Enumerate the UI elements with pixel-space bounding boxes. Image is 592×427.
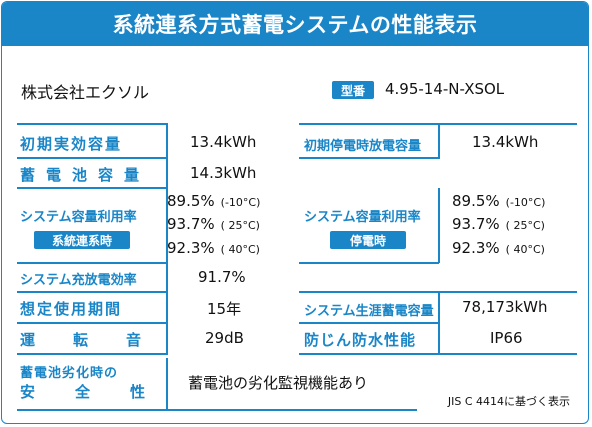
safety-label-line2: 安全性 [20,383,186,401]
grid-connected-badge: 系統連系時 [34,231,130,249]
divider [299,157,439,159]
charge-efficiency-value: 91.7% [198,268,246,286]
model-number-value: 4.95-14-N-XSOL [385,80,505,98]
waterproof-value: IP66 [490,329,523,347]
standalone-badge: 停電時 [330,231,406,249]
noise-value: 29dB [205,329,244,347]
usage-rate-value: 92.3% [452,239,500,257]
battery-capacity-label: 蓄電池容量 [20,166,151,184]
divider [438,123,440,159]
usage-rate-temp: (-10°C) [220,196,261,209]
divider [299,262,439,264]
divider [438,291,440,355]
expected-period-value: 15年 [207,300,242,318]
usage-rate-value: 93.7% [167,215,215,233]
usage-rate-standalone-line: 89.5% (-10°C) [452,192,545,210]
usage-rate-label: システム容量利用率 [20,210,137,225]
usage-rate-line: 93.7% ( 25°C) [167,215,260,233]
waterproof-label: 防じん防水性能 [304,331,417,349]
usage-rate-temp: ( 40°C) [505,243,545,256]
divider [17,322,167,324]
usage-rate-value: 89.5% [452,192,500,210]
usage-rate-standalone-line: 93.7% ( 25°C) [452,215,545,233]
usage-rate-line: 89.5% (-10°C) [167,192,260,210]
safety-value: 蓄電池の劣化監視機能あり [188,374,369,392]
initial-capacity-value: 13.4kWh [190,133,257,151]
initial-capacity-label: 初期実効容量 [20,135,123,153]
usage-rate-value: 93.7% [452,215,500,233]
charge-efficiency-label: システム充放電効率 [20,273,137,288]
divider [17,157,167,159]
divider [17,409,417,411]
usage-rate-value: 92.3% [167,239,215,257]
lifetime-storage-label: システム生涯蓄電容量 [304,304,434,319]
usage-rate-temp: ( 25°C) [220,219,260,232]
expected-period-label: 想定使用期間 [20,300,123,318]
manufacturer-name: 株式会社エクソル [21,83,150,102]
divider [17,353,167,355]
lifetime-storage-value: 78,173kWh [462,298,548,316]
divider [17,262,167,264]
usage-rate-temp: ( 25°C) [505,219,545,232]
usage-rate-temp: ( 40°C) [220,243,260,256]
divider [17,123,167,125]
initial-standalone-capacity-label: 初期停電時放電容量 [304,139,422,154]
usage-rate-standalone-line: 92.3% ( 40°C) [452,239,545,257]
divider [17,291,167,293]
model-number-badge: 型番 [332,81,374,99]
usage-rate-standalone-label: システム容量利用率 [304,210,421,225]
divider [438,188,440,263]
divider [166,358,168,410]
usage-rate-temp: (-10°C) [505,196,546,209]
label-title: 系統連系方式蓄電システムの性能表示 [2,2,588,46]
noise-label: 運転音 [20,331,180,349]
battery-capacity-value: 14.3kWh [190,164,257,182]
usage-rate-line: 92.3% ( 40°C) [167,239,260,257]
usage-rate-value: 89.5% [167,192,215,210]
safety-label-line1: 蓄電池劣化時の [20,366,119,381]
initial-standalone-capacity-value: 13.4kWh [472,133,539,151]
divider [166,123,168,355]
standard-footnote: JIS C 4414に基づく表示 [447,395,570,408]
divider [299,322,439,324]
divider [17,187,167,189]
